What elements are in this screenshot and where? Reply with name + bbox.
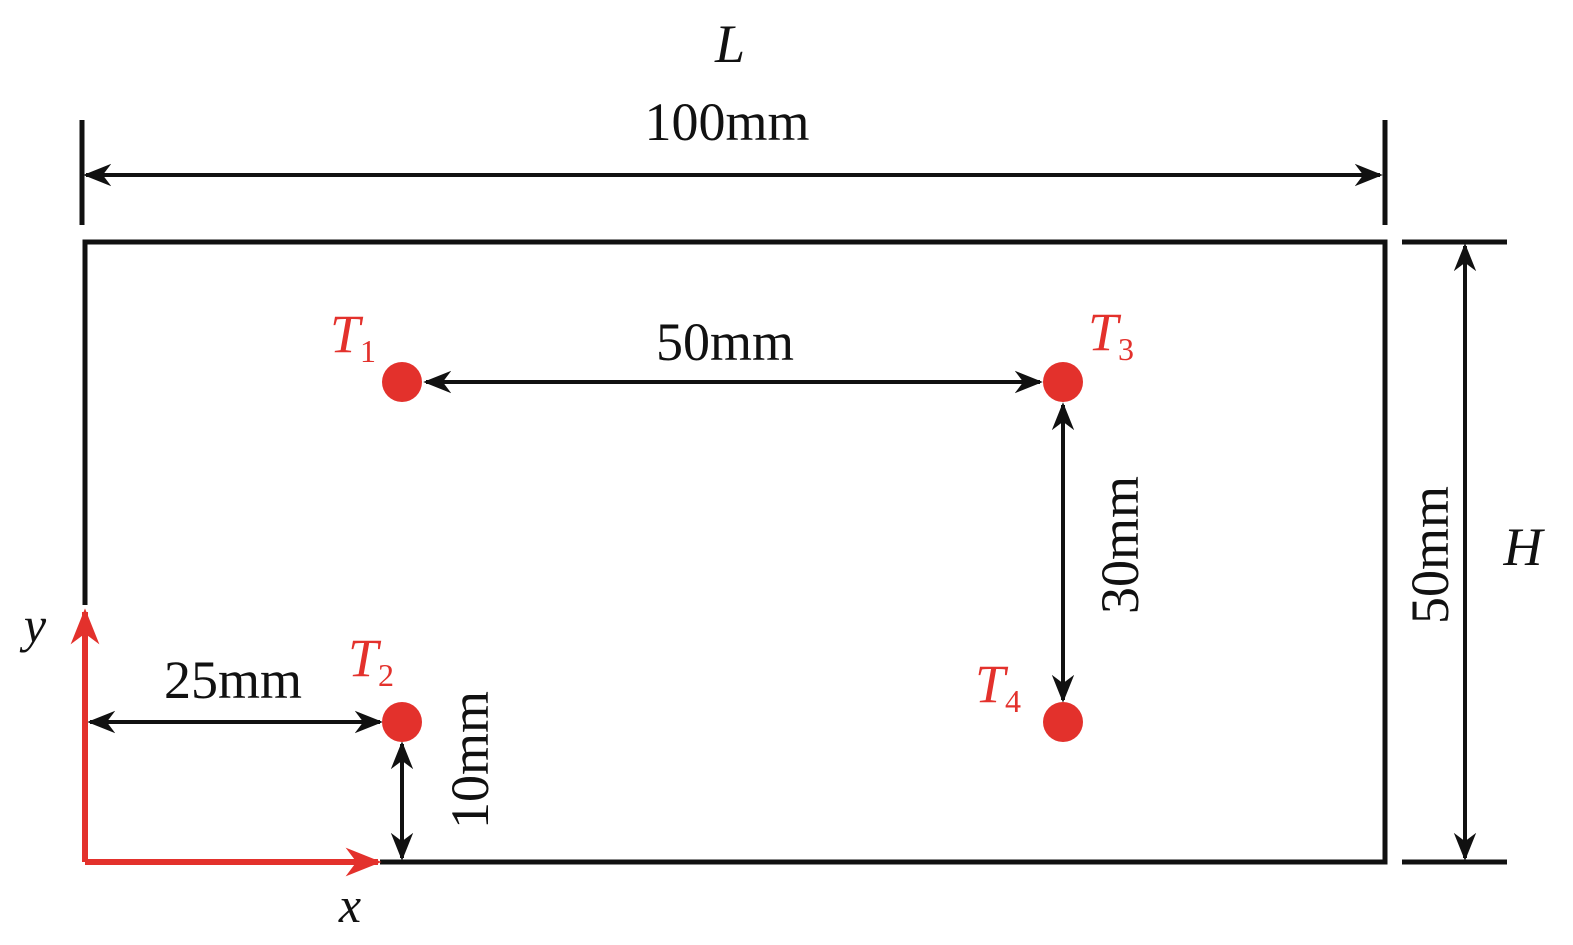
plate-outline xyxy=(82,239,1388,865)
length-symbol: L xyxy=(714,14,745,74)
t2-x-offset: 25mm xyxy=(164,650,302,710)
point-t2 xyxy=(382,702,422,742)
point-t3-label: T3 xyxy=(1088,302,1134,367)
point-t1 xyxy=(382,362,422,402)
t3-t4-spacing: 30mm xyxy=(1090,476,1150,614)
height-symbol: H xyxy=(1503,517,1546,577)
point-t3 xyxy=(1043,362,1083,402)
x-axis-label: x xyxy=(338,877,361,933)
point-t2-label: T2 xyxy=(348,628,394,693)
height-value: 50mm xyxy=(1400,486,1460,624)
t2-y-offset: 10mm xyxy=(440,691,500,829)
y-axis-label: y xyxy=(19,597,47,653)
length-value: 100mm xyxy=(644,92,809,152)
point-t1-label: T1 xyxy=(330,304,376,369)
point-t4 xyxy=(1043,702,1083,742)
t1-t3-spacing: 50mm xyxy=(656,312,794,372)
point-t4-label: T4 xyxy=(975,654,1021,719)
